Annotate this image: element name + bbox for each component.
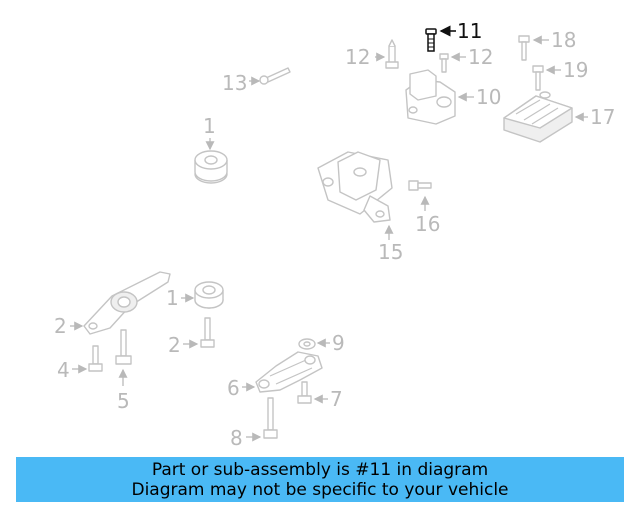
part-9-washer[interactable] bbox=[298, 338, 316, 350]
parts-diagram: 1 13 12 11 12 10 18 bbox=[54, 19, 615, 450]
part-1-bushing-lower[interactable] bbox=[194, 281, 224, 309]
callout-11: 11 bbox=[457, 19, 482, 43]
part-12-bolt[interactable] bbox=[439, 53, 449, 73]
banner-line-2: Diagram may not be specific to your vehi… bbox=[131, 480, 509, 500]
callout-14: 13 bbox=[222, 71, 247, 95]
part-13-stud[interactable] bbox=[385, 39, 399, 69]
callout-12: 12 bbox=[468, 45, 493, 69]
part-15-transmission-mount[interactable] bbox=[317, 151, 393, 223]
callout-13: 12 bbox=[345, 45, 370, 69]
part-5-bolt[interactable] bbox=[115, 329, 132, 365]
callout-3: 2 bbox=[54, 314, 67, 338]
part-10-mount-bracket[interactable] bbox=[405, 69, 456, 125]
part-11-bolt-highlighted[interactable] bbox=[425, 28, 437, 52]
part-19-bolt[interactable] bbox=[532, 65, 544, 91]
part-16-bolt[interactable] bbox=[408, 180, 432, 191]
banner-line-1: Part or sub-assembly is #11 in diagram bbox=[151, 460, 489, 480]
callout-1-lower: 1 bbox=[166, 286, 179, 310]
part-17-module[interactable] bbox=[503, 91, 573, 143]
info-banner: Part or sub-assembly is #11 in diagram D… bbox=[16, 457, 624, 502]
callout-18: 18 bbox=[551, 28, 576, 52]
callout-16: 16 bbox=[415, 212, 440, 236]
part-7-bolt[interactable] bbox=[297, 381, 312, 404]
part-8-bolt[interactable] bbox=[263, 397, 278, 439]
callout-17: 17 bbox=[590, 105, 615, 129]
callout-5: 5 bbox=[117, 389, 130, 413]
part-6-bracket[interactable] bbox=[255, 351, 323, 393]
part-2-bolt[interactable] bbox=[200, 317, 215, 348]
part-14-bolt[interactable] bbox=[259, 67, 291, 85]
callout-9: 9 bbox=[332, 331, 345, 355]
callout-4: 4 bbox=[57, 358, 70, 382]
callout-15: 15 bbox=[378, 240, 403, 264]
callout-10: 10 bbox=[476, 85, 501, 109]
part-18-bolt[interactable] bbox=[518, 35, 530, 61]
part-3-torque-rod[interactable] bbox=[83, 271, 171, 335]
callout-1-upper: 1 bbox=[203, 114, 216, 138]
callout-7: 7 bbox=[330, 387, 343, 411]
callout-8: 8 bbox=[230, 426, 243, 450]
callout-2: 2 bbox=[168, 333, 181, 357]
part-4-bolt[interactable] bbox=[88, 345, 103, 372]
callout-6: 6 bbox=[227, 376, 240, 400]
callout-19: 19 bbox=[563, 58, 588, 82]
part-1-bushing-upper[interactable] bbox=[194, 150, 228, 184]
